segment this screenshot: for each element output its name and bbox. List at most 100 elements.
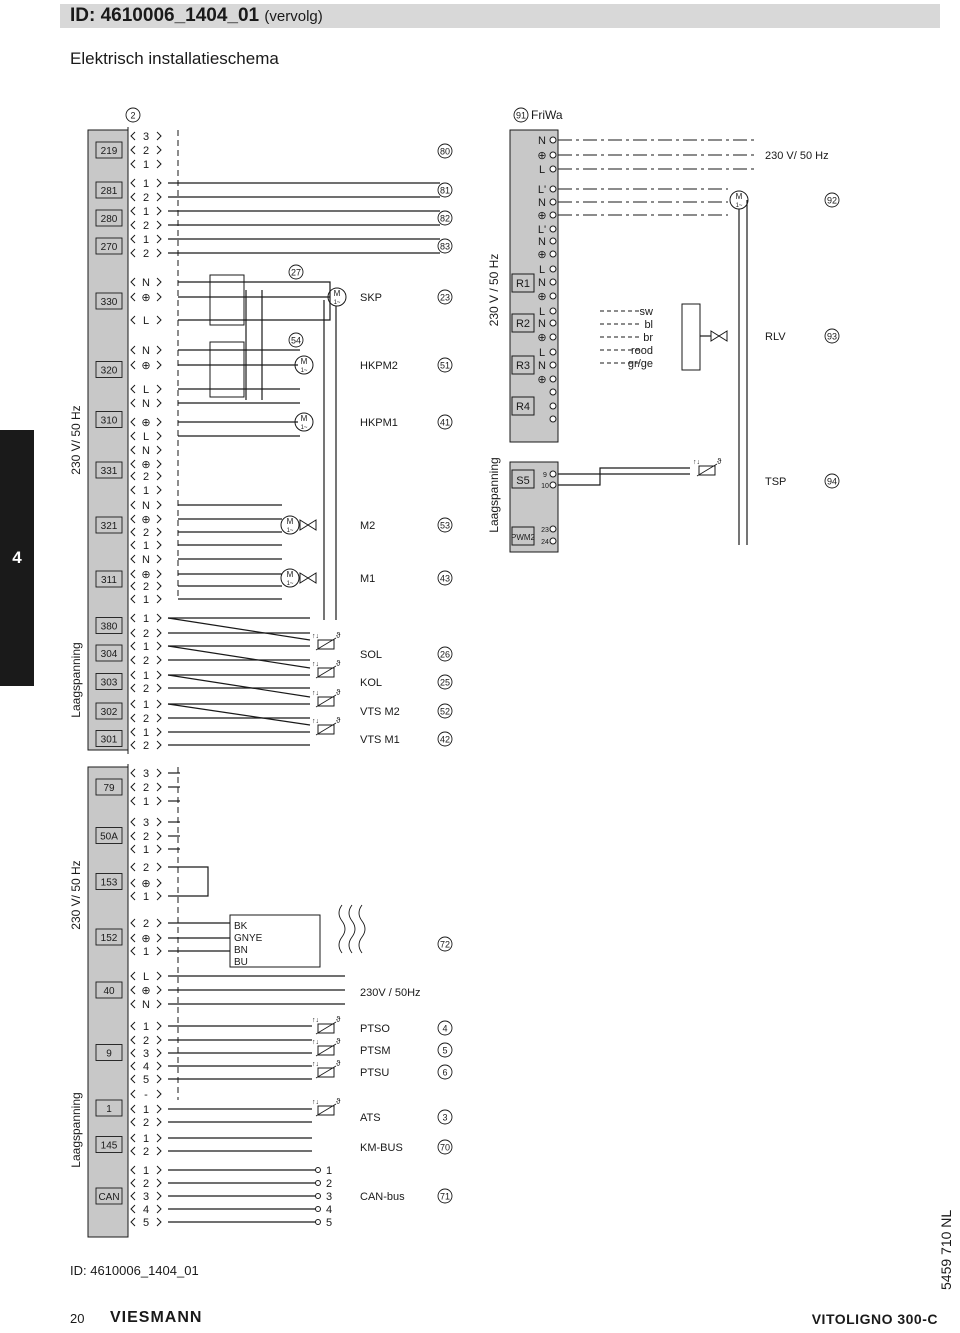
upper_group-pin-chevron — [130, 459, 136, 469]
component-ref-circle — [437, 936, 453, 952]
lower_group-pin-chevron — [130, 1021, 136, 1031]
upper_group-pin-label: ⊕ — [141, 360, 150, 372]
upper_group-pin-chevron-right — [156, 417, 162, 427]
upper_group-pin-label: L — [143, 315, 149, 327]
lower_group-pin-chevron-right — [156, 862, 162, 872]
relay-ref-circle — [288, 264, 304, 280]
relay-box-k2 — [209, 341, 245, 398]
sensor-arrows: ↑↓ — [312, 1099, 319, 1106]
upper_group-pin-chevron-right — [156, 594, 162, 604]
upper_group-pin-chevron-right — [156, 345, 162, 355]
lower_group-pin-chevron — [130, 1074, 136, 1084]
friwa-terminal-label: N — [538, 135, 546, 147]
lower_group-pin-chevron-right — [156, 933, 162, 943]
valve-wire-label: rood — [631, 345, 653, 357]
lower_group-pin-label: 2 — [143, 918, 149, 930]
friwa-title: FriWa — [531, 108, 563, 122]
motor-phase: 1~ — [287, 581, 294, 587]
friwa-terminal — [549, 333, 557, 341]
lower_group-connector-id: 9 — [106, 1049, 112, 1060]
component-ref: 53 — [440, 521, 450, 531]
upper_group-connector-id: 331 — [101, 466, 118, 477]
lower_group-pin-label: 2 — [143, 1035, 149, 1047]
sensor-arrows: ↑↓ — [312, 661, 319, 668]
upper_group-pin-chevron-right — [156, 445, 162, 455]
friwa-mixing-valve-icon-b — [718, 330, 728, 342]
component-ref: 43 — [440, 574, 450, 584]
friwa-tsp-sensor-icon — [698, 465, 716, 476]
lower_group-pin-chevron — [130, 768, 136, 778]
lower_group-pin-chevron — [130, 1165, 136, 1175]
upper_group-pin-chevron-right — [156, 234, 162, 244]
upper_group-pin-chevron-right — [156, 670, 162, 680]
upper_group-pin-chevron — [130, 699, 136, 709]
sensor-arrows: ↑↓ — [312, 718, 319, 725]
component-label: VTS M1 — [360, 734, 400, 746]
header-id-label: ID: 4610006_1404_01 — [70, 5, 260, 26]
component-ref: 70 — [440, 1143, 450, 1153]
upper_group-connector-id: 302 — [101, 707, 118, 718]
upper_group-pin-chevron — [130, 445, 136, 455]
component-ref: 52 — [440, 707, 450, 717]
friwa-terminal — [549, 415, 557, 423]
friwa-terminal — [549, 278, 557, 286]
mixer-motor-m1-icon — [280, 568, 300, 588]
relay-ref-circle — [288, 332, 304, 348]
component-ref: 5 — [442, 1046, 447, 1056]
temperature-sensor-icon — [317, 1023, 335, 1034]
lower_group-pin-chevron — [130, 782, 136, 792]
lower_group-connector-box — [95, 1136, 123, 1153]
bridge-wire — [168, 866, 209, 897]
friwa-right-ref: 93 — [827, 332, 837, 342]
upper_group-connector-id: 219 — [101, 146, 118, 157]
component-ref: 82 — [440, 214, 450, 224]
upper_group-connector-id: 303 — [101, 678, 118, 689]
upper_group-pin-label: N — [142, 398, 150, 410]
upper_group-pin-chevron-right — [156, 485, 162, 495]
component-ref: 72 — [440, 940, 450, 950]
lower_group-pin-chevron-right — [156, 831, 162, 841]
upper_group-pin-chevron — [130, 192, 136, 202]
upper_group-connector-box — [95, 237, 123, 255]
can-terminal — [315, 1206, 321, 1212]
lower_group-pin-chevron-right — [156, 1178, 162, 1188]
lower_group-pin-chevron — [130, 999, 136, 1009]
temperature-sensor-icon — [317, 667, 335, 678]
upper_group-pin-chevron-right — [156, 500, 162, 510]
friwa-terminal-label: ⊕ — [537, 291, 546, 303]
temperature-sensor-icon — [317, 724, 335, 735]
friwa-terminal — [549, 470, 557, 478]
lower_group-connector-box — [95, 873, 123, 890]
upper_group-pin-label: 1 — [143, 234, 149, 246]
mains-voltage-label: 230 V/ 50 Hz — [69, 405, 83, 474]
lower_group-connector-box — [95, 827, 123, 844]
header-bar — [60, 4, 940, 28]
lower_group-pin-label: 1 — [143, 796, 149, 808]
motor-letter: M — [287, 570, 294, 579]
upper_group-pin-label: 2 — [143, 628, 149, 640]
friwa-terminal — [549, 211, 557, 219]
lower_group-pin-chevron-right — [156, 782, 162, 792]
component-ref-circle — [437, 703, 453, 719]
valve-wire-label: bl — [644, 319, 653, 331]
motor-phase: 1~ — [287, 528, 294, 534]
upper_group-pin-chevron — [130, 670, 136, 680]
can-terminal — [315, 1219, 321, 1225]
lower_group-pin-label: N — [142, 999, 150, 1011]
sensor-arrows: ↑↓ — [312, 1017, 319, 1024]
upper_group-connector-id: 280 — [101, 214, 118, 225]
upper_group-pin-chevron — [130, 178, 136, 188]
component-ref-circle — [437, 1064, 453, 1080]
sensor-wire — [167, 703, 311, 726]
upper_group-pin-chevron-right — [156, 641, 162, 651]
upper_group-pin-chevron-right — [156, 514, 162, 524]
lower_group-pin-chevron-right — [156, 1191, 162, 1201]
upper_group-pin-chevron-right — [156, 683, 162, 693]
friwa-s5-label: S5 — [516, 475, 529, 487]
friwa-terminal — [549, 481, 557, 489]
upper_group-pin-chevron-right — [156, 277, 162, 287]
lower_group-pin-chevron — [130, 933, 136, 943]
lower_group-pin-label: 2 — [143, 782, 149, 794]
sensor-diagonal — [315, 1043, 337, 1057]
lower_group-connector-id: 79 — [103, 783, 115, 794]
